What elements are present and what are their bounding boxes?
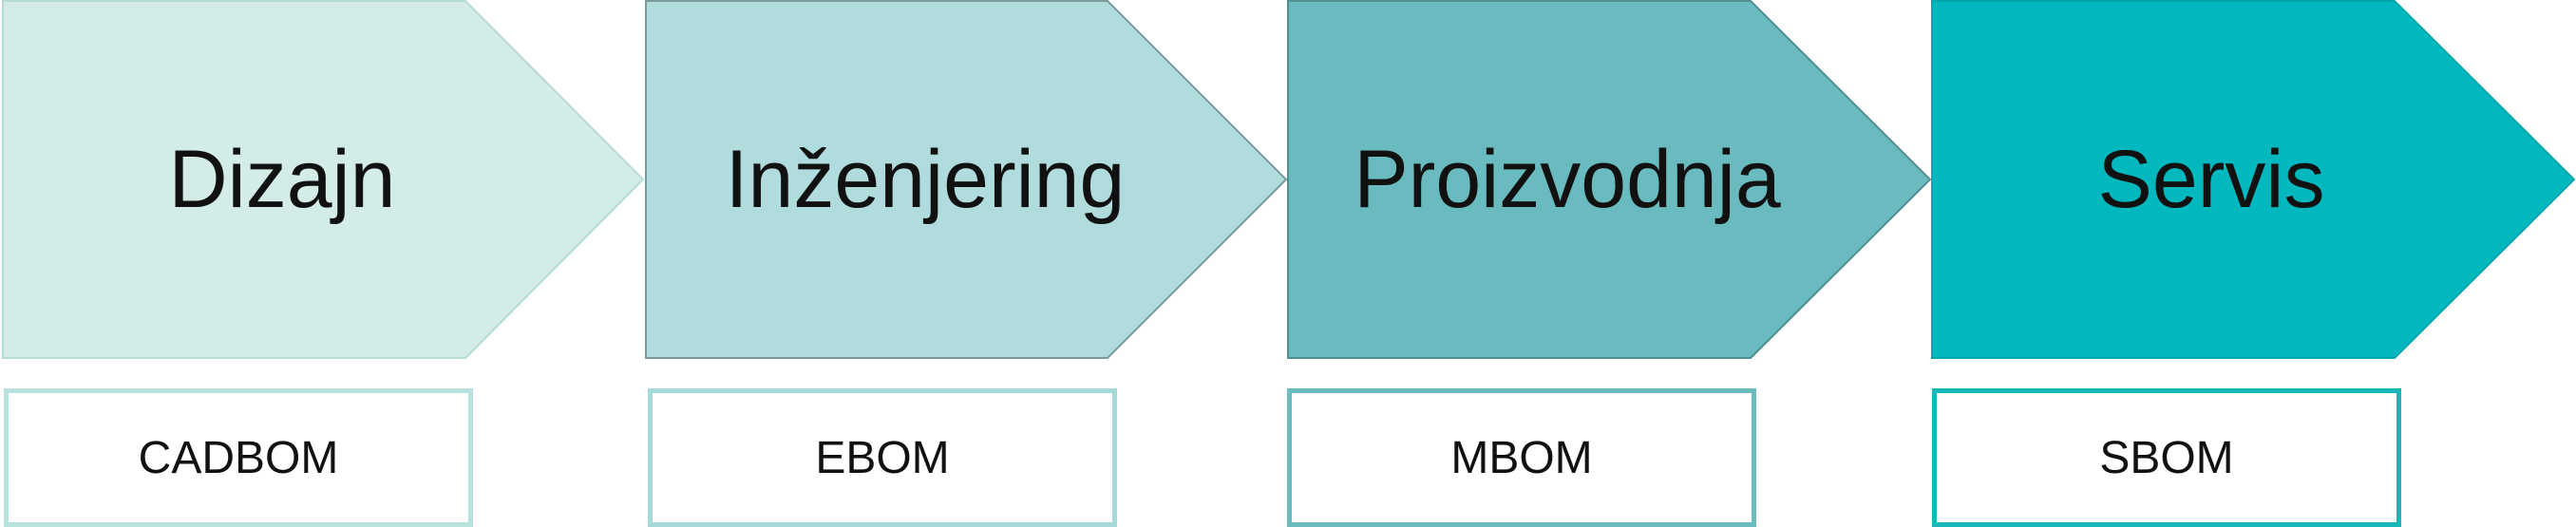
chevron-arrow-servis bbox=[1931, 0, 2576, 359]
bom-box-sbom: SBOM bbox=[1932, 388, 2401, 527]
bom-label-sbom: SBOM bbox=[2099, 432, 2234, 483]
stage-servis: Servis bbox=[1931, 0, 2576, 359]
stage-proizvodnja: Proizvodnja bbox=[1287, 0, 1932, 359]
chevron-shape-dizajn bbox=[2, 0, 645, 359]
bom-box-ebom: EBOM bbox=[648, 388, 1117, 527]
stage-label-dizajn: Dizajn bbox=[168, 133, 396, 225]
stage-label-servis: Servis bbox=[2097, 133, 2325, 225]
chevron-arrow-proizvodnja bbox=[1287, 0, 1932, 359]
chevron-shape-proizvodnja bbox=[1287, 0, 1932, 359]
chevron-shape-inzenjering bbox=[645, 0, 1288, 359]
bom-label-ebom: EBOM bbox=[815, 432, 950, 483]
bom-label-cadbom: CADBOM bbox=[138, 432, 339, 483]
chevron-arrow-dizajn bbox=[2, 0, 645, 359]
chevron-shape-servis bbox=[1931, 0, 2576, 359]
bom-box-mbom: MBOM bbox=[1287, 388, 1756, 527]
stage-dizajn: Dizajn bbox=[2, 0, 645, 359]
chevron-arrow-inzenjering bbox=[645, 0, 1288, 359]
stage-label-proizvodnja: Proizvodnja bbox=[1354, 133, 1781, 225]
bom-label-mbom: MBOM bbox=[1450, 432, 1593, 483]
stage-label-inzenjering: Inženjering bbox=[725, 133, 1126, 225]
bom-box-cadbom: CADBOM bbox=[4, 388, 473, 527]
stage-inzenjering: Inženjering bbox=[645, 0, 1288, 359]
